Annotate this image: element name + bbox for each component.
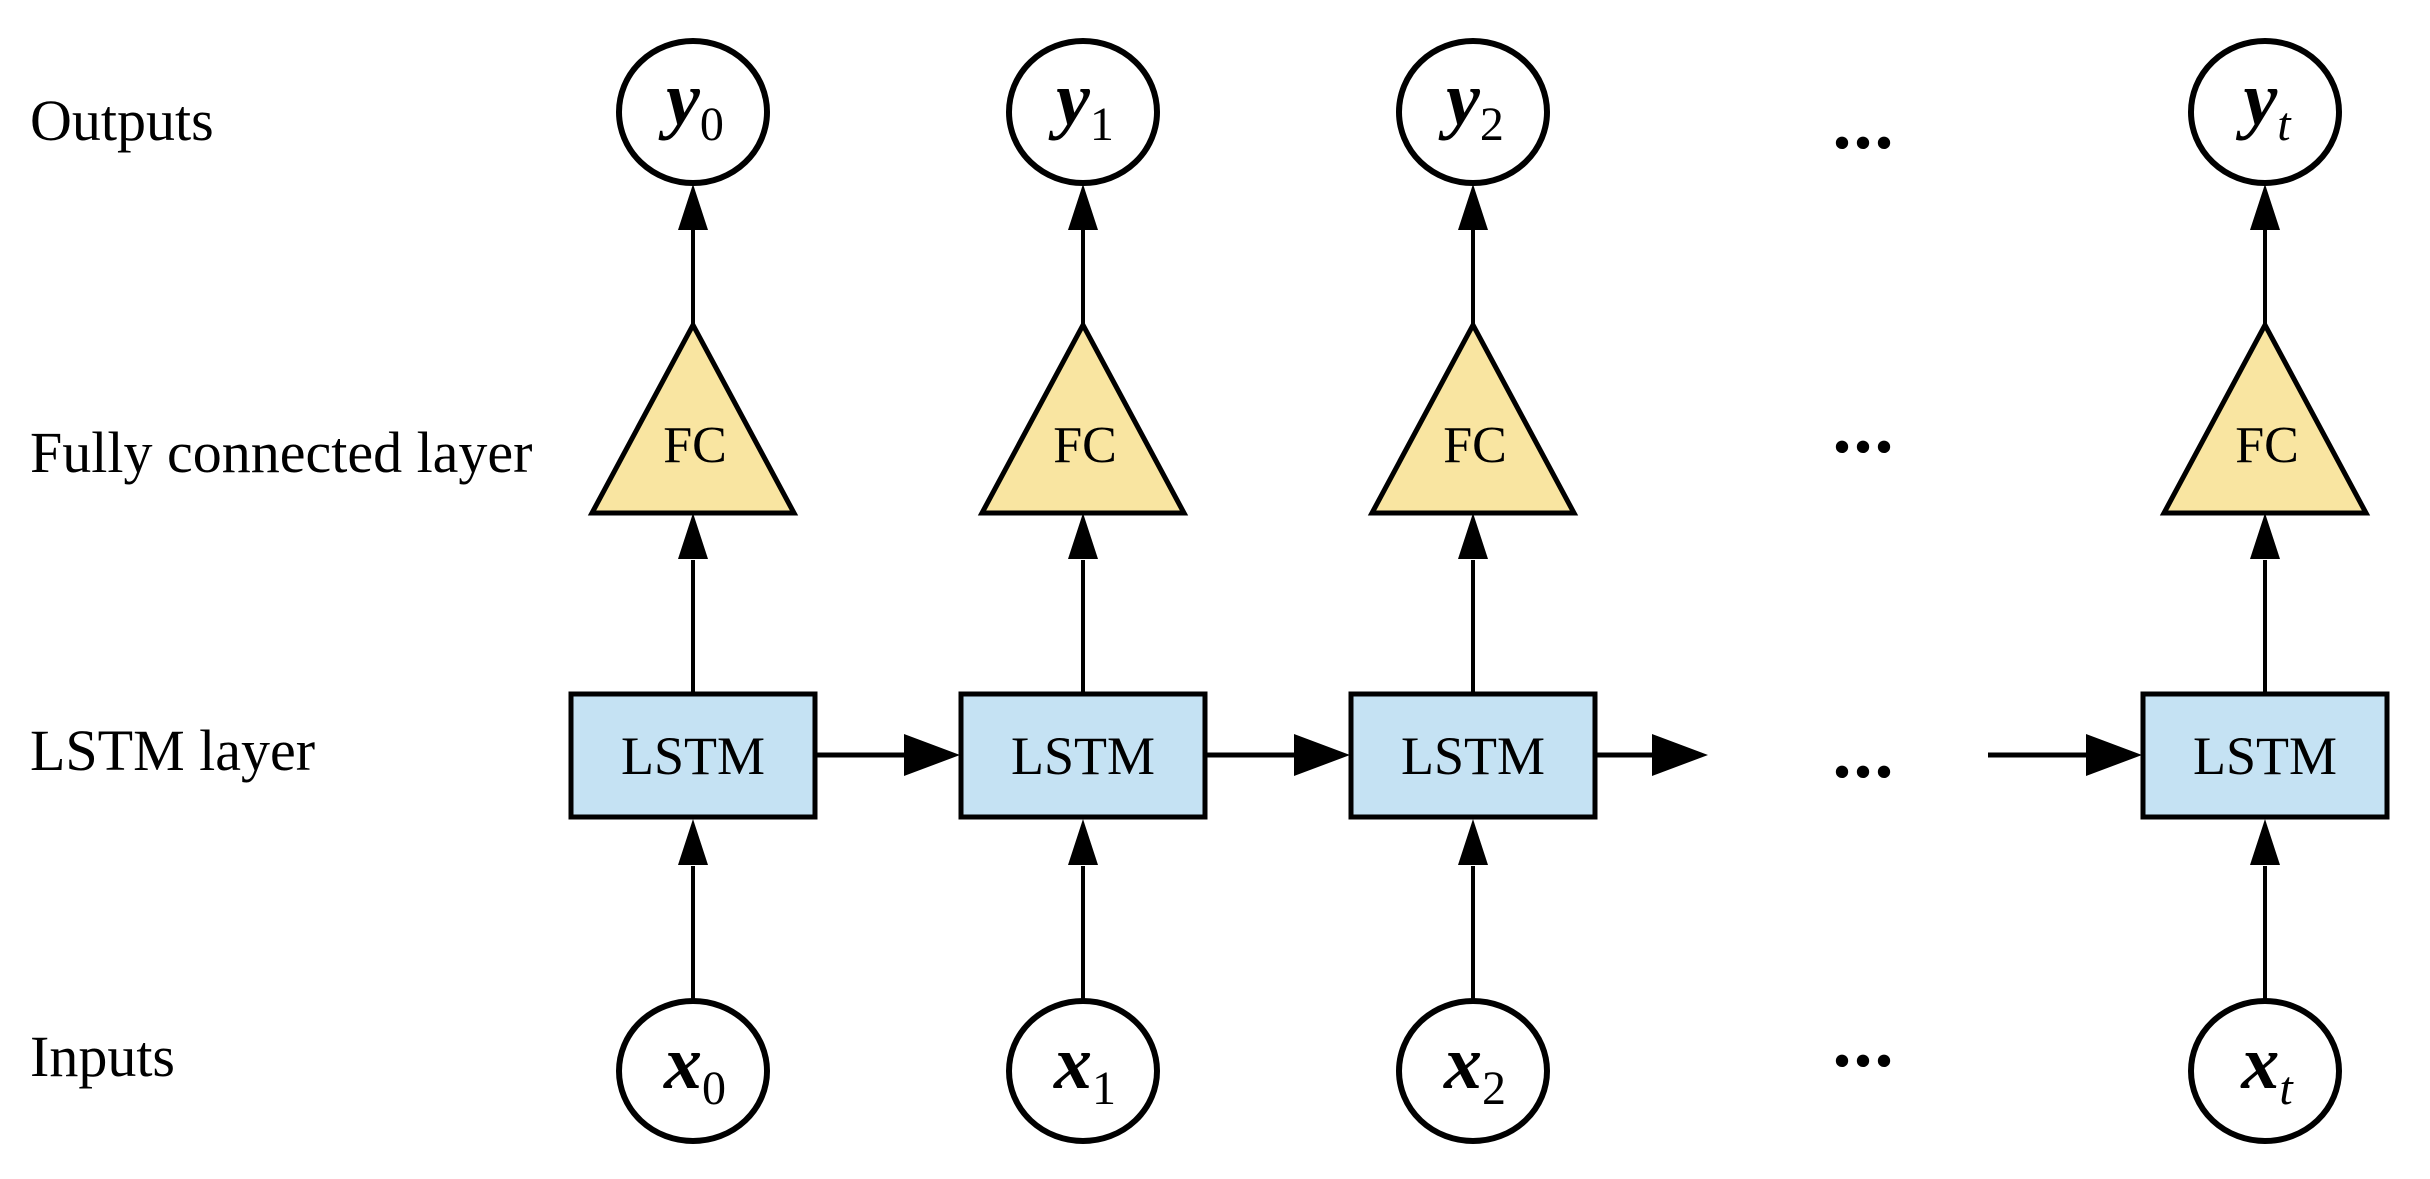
recurrent-arrow-in-t xyxy=(1988,734,2142,776)
input-subscript: 2 xyxy=(1482,1062,1506,1115)
arrow-input-to-lstm-head xyxy=(1068,819,1098,865)
arrow-input-to-lstm-head xyxy=(2250,819,2280,865)
lstm-node-label: LSTM xyxy=(621,726,765,786)
arrow-input-to-lstm-head xyxy=(678,819,708,865)
arrow-fc-to-output-head xyxy=(2250,184,2280,230)
recurrent-arrow-2-out xyxy=(1596,734,1708,776)
input-node-label-x0: x0 xyxy=(663,1021,726,1115)
timestep-column-0: y0 FC LSTM x0 xyxy=(568,38,818,1144)
recurrent-arrow-head xyxy=(1652,734,1708,776)
input-subscript: 0 xyxy=(702,1062,726,1115)
recurrent-arrow-0-1 xyxy=(816,734,960,776)
output-subscript: 0 xyxy=(700,98,724,151)
input-node-x2 xyxy=(1396,998,1550,1144)
input-node-label-xt: xt xyxy=(2240,1021,2294,1115)
ellipsis-fc-row: ... xyxy=(1833,385,1896,469)
ellipsis-lstm-row: ... xyxy=(1833,710,1896,794)
input-letter: x xyxy=(1443,1021,1482,1105)
row-label-fully-connected-layer: Fully connected layer xyxy=(30,420,533,485)
fc-node-label: FC xyxy=(1443,417,1507,474)
input-node-label-x1: x1 xyxy=(1053,1021,1116,1115)
arrow-fc-to-output-head xyxy=(1458,184,1488,230)
output-subscript: 2 xyxy=(1480,98,1504,151)
output-subscript: t xyxy=(2277,98,2292,151)
input-letter: x xyxy=(2240,1021,2279,1105)
input-letter: x xyxy=(663,1021,702,1105)
timestep-column-t: yt FC LSTM xt xyxy=(2140,38,2390,1144)
lstm-node xyxy=(1348,691,1598,820)
arrow-lstm-to-fc-head xyxy=(1458,513,1488,559)
lstm-node-label: LSTM xyxy=(1401,726,1545,786)
fc-node-label: FC xyxy=(663,417,727,474)
input-subscript: t xyxy=(2279,1062,2294,1115)
output-node-y1 xyxy=(1006,38,1160,186)
input-subscript: 1 xyxy=(1092,1062,1116,1115)
output-node-y2 xyxy=(1396,38,1550,186)
recurrent-arrow-head xyxy=(1294,734,1350,776)
output-node-yt xyxy=(2188,38,2342,186)
lstm-node xyxy=(958,691,1208,820)
ellipsis-column: ... ... ... ... xyxy=(1833,81,1896,1083)
recurrent-arrow-1-2 xyxy=(1206,734,1350,776)
ellipsis-outputs-row: ... xyxy=(1833,81,1896,165)
row-labels: Outputs Fully connected layer LSTM layer… xyxy=(30,88,533,1089)
input-node-x1 xyxy=(1006,998,1160,1144)
arrow-input-to-lstm-head xyxy=(1458,819,1488,865)
lstm-node xyxy=(568,691,818,820)
timestep-column-1: y1 FC LSTM x1 xyxy=(958,38,1208,1144)
timestep-column-2: y2 FC LSTM x2 xyxy=(1348,38,1598,1144)
output-subscript: 1 xyxy=(1090,98,1114,151)
arrow-lstm-to-fc-head xyxy=(2250,513,2280,559)
row-label-inputs: Inputs xyxy=(30,1024,175,1089)
arrow-fc-to-output-head xyxy=(678,184,708,230)
lstm-node-label: LSTM xyxy=(1011,726,1155,786)
output-node-y0 xyxy=(616,38,770,186)
row-label-lstm-layer: LSTM layer xyxy=(30,718,315,783)
row-label-outputs: Outputs xyxy=(30,88,214,153)
lstm-node-label: LSTM xyxy=(2193,726,2337,786)
input-node-x0 xyxy=(616,998,770,1144)
input-node-label-x2: x2 xyxy=(1443,1021,1506,1115)
ellipsis-inputs-row: ... xyxy=(1833,999,1896,1083)
input-letter: x xyxy=(1053,1021,1092,1105)
arrow-lstm-to-fc-head xyxy=(678,513,708,559)
input-node-xt xyxy=(2188,998,2342,1144)
recurrent-arrow-head xyxy=(2086,734,2142,776)
recurrent-arrow-head xyxy=(904,734,960,776)
fc-node-label: FC xyxy=(1053,417,1117,474)
arrow-lstm-to-fc-head xyxy=(1068,513,1098,559)
lstm-node xyxy=(2140,691,2390,820)
fc-node-label: FC xyxy=(2235,417,2299,474)
arrow-fc-to-output-head xyxy=(1068,184,1098,230)
